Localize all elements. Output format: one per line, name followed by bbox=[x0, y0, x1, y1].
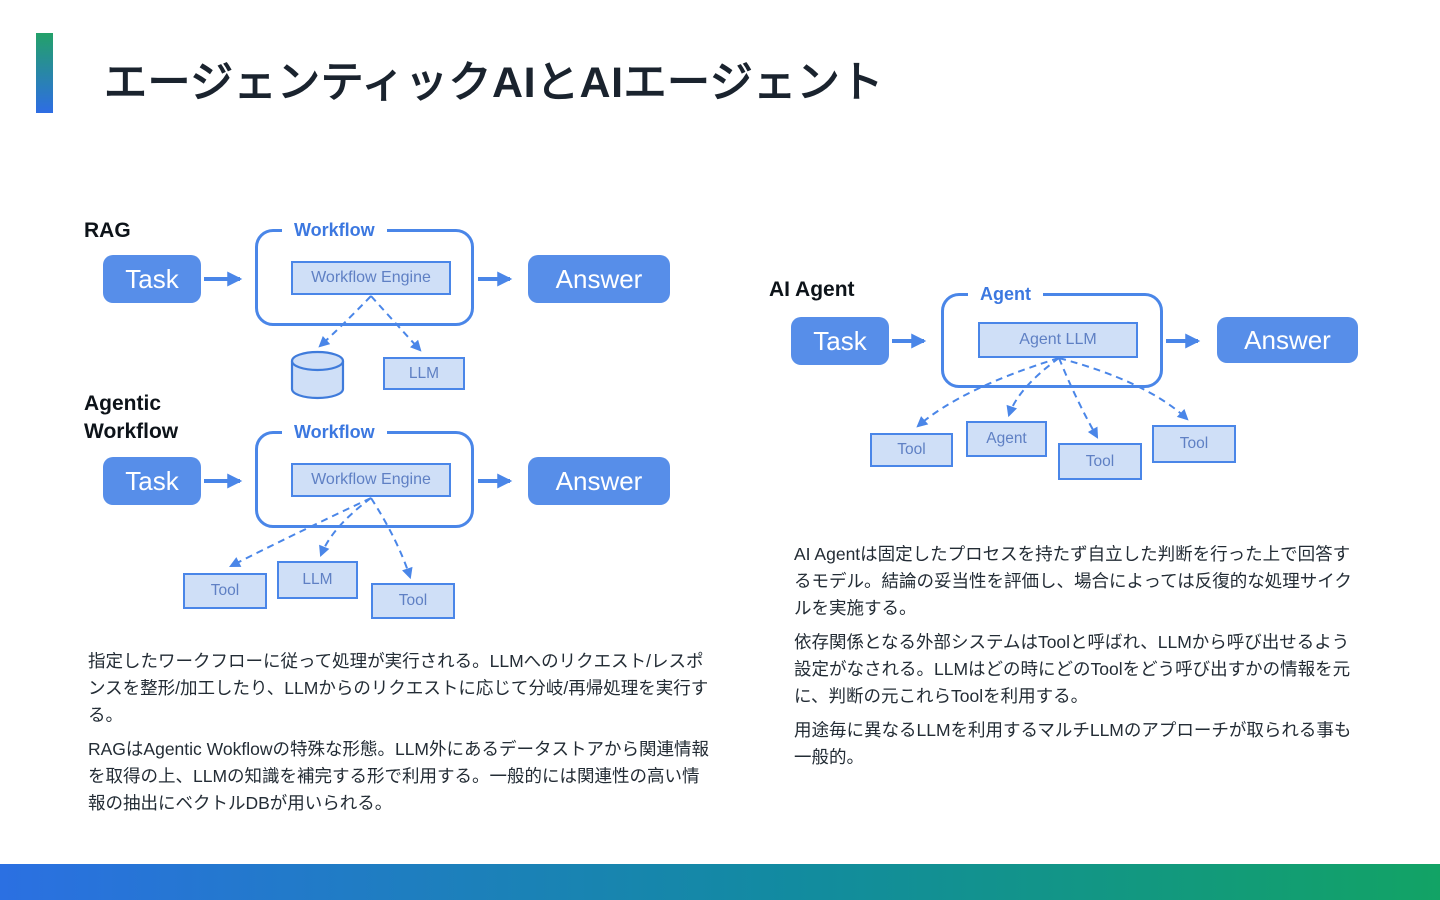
rag-workflow-container-label: Workflow bbox=[282, 218, 387, 242]
aia-answer-node: Answer bbox=[1217, 317, 1358, 363]
rag-workflow-container: Workflow bbox=[255, 218, 474, 326]
rag-llm-node: LLM bbox=[383, 357, 465, 390]
ai-agent-notes: AI Agentは固定したプロセスを持たず自立した判断を行った上で回答するモデル… bbox=[794, 541, 1356, 778]
rag-workflow-engine-node: Workflow Engine bbox=[291, 261, 451, 295]
aia-tool3-node: Tool bbox=[1152, 425, 1236, 463]
aw-tool-right-node: Tool bbox=[371, 583, 455, 619]
aw-task-node: Task bbox=[103, 457, 201, 505]
aw-tool-left-node: Tool bbox=[183, 573, 267, 609]
aia-agent-node: Agent bbox=[966, 421, 1047, 457]
aw-workflow-container-label: Workflow bbox=[282, 420, 387, 444]
workflow-note-2: RAGはAgentic Wokflowの特殊な形態。LLM外にあるデータストアか… bbox=[88, 739, 710, 813]
ai-agent-heading: AI Agent bbox=[769, 278, 855, 301]
footer-gradient-bar bbox=[0, 864, 1440, 900]
ai-agent-note-1: AI Agentは固定したプロセスを持たず自立した判断を行った上で回答するモデル… bbox=[794, 544, 1352, 618]
page-title: エージェンティックAIとAIエージェント bbox=[104, 59, 884, 107]
database-icon bbox=[290, 350, 345, 400]
ai-agent-note-3: 用途毎に異なるLLMを利用するマルチLLMのアプローチが取られる事も一般的。 bbox=[794, 720, 1352, 767]
aia-agent-llm-node: Agent LLM bbox=[978, 322, 1138, 358]
aia-agent-container-label: Agent bbox=[968, 282, 1043, 306]
workflow-note-1: 指定したワークフローに従って処理が実行される。LLMへのリクエスト/レスポンスを… bbox=[88, 651, 709, 725]
workflow-notes: 指定したワークフローに従って処理が実行される。LLMへのリクエスト/レスポンスを… bbox=[88, 648, 716, 824]
aw-llm-node: LLM bbox=[277, 561, 358, 599]
agentic-workflow-heading: Agentic Workflow bbox=[84, 392, 179, 443]
aia-tool2-node: Tool bbox=[1058, 443, 1142, 480]
aw-workflow-container: Workflow bbox=[255, 420, 474, 528]
aw-answer-node: Answer bbox=[528, 457, 670, 505]
title-accent-bar bbox=[36, 33, 53, 113]
aia-task-node: Task bbox=[791, 317, 889, 365]
rag-heading: RAG bbox=[84, 219, 131, 242]
ai-agent-note-2: 依存関係となる外部システムはToolと呼ばれ、LLMから呼び出せるよう設定がなさ… bbox=[794, 632, 1351, 706]
rag-task-node: Task bbox=[103, 255, 201, 303]
aw-workflow-engine-node: Workflow Engine bbox=[291, 463, 451, 497]
rag-answer-node: Answer bbox=[528, 255, 670, 303]
aia-tool1-node: Tool bbox=[870, 433, 953, 467]
aia-agent-container: Agent bbox=[941, 282, 1163, 388]
